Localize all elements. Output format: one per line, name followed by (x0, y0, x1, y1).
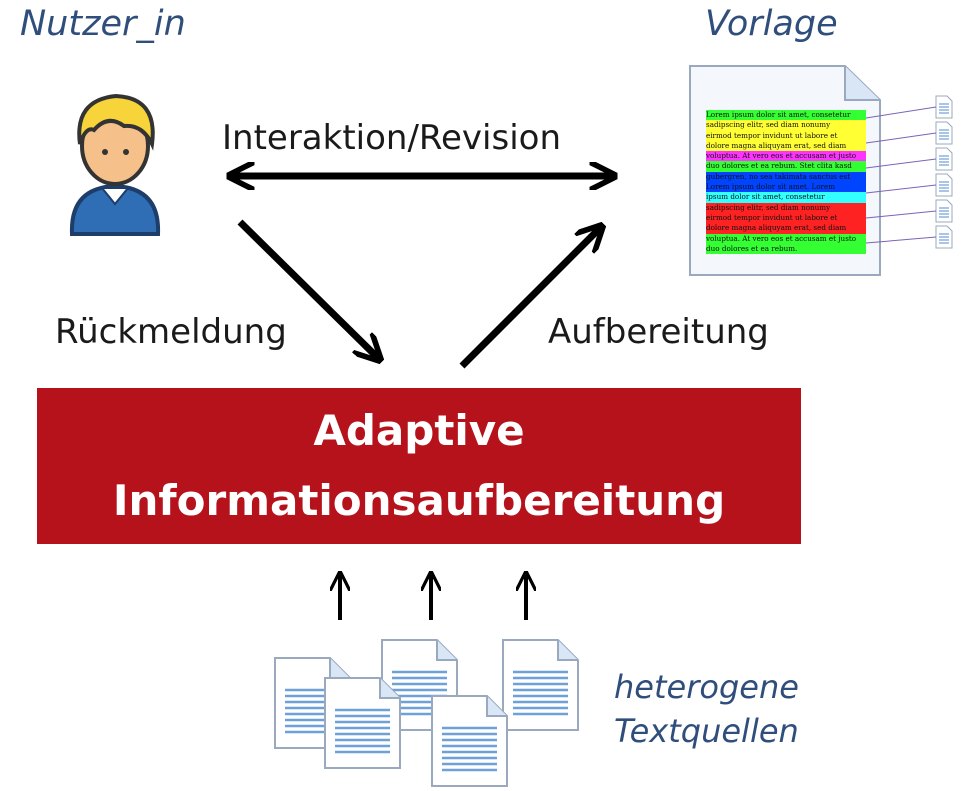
connector-line (865, 184, 937, 194)
connector-line (865, 236, 937, 244)
core-title-line2: Informationsaufbereitung (112, 476, 726, 525)
mini-document-icon (935, 173, 953, 197)
template-text-line: sadipscing elitr, sed diam nonumy (706, 202, 866, 213)
sources-label-line2: Textquellen (614, 712, 799, 750)
source-document-icon (501, 638, 580, 732)
processing-arrow (459, 228, 600, 369)
feedback-label: Rückmeldung (55, 312, 287, 352)
processing-label: Aufbereitung (548, 312, 769, 352)
template-text-line: sadipscing elitr, sed diam nonumy (706, 120, 866, 131)
template-text-line: eirmod tempor invidunt ut labore et (706, 212, 866, 224)
template-text-line: voluptua. At vero eos et accusam et just… (706, 151, 866, 162)
mini-document-icon (935, 121, 953, 145)
template-text-line: gubergren, no sea takimata sanctus est (706, 171, 866, 183)
source-document-icon (430, 694, 509, 788)
connector-line (865, 158, 937, 169)
core-title-line1: Adaptive (313, 406, 525, 455)
template-text-line: voluptua. At vero eos et accusam et just… (706, 233, 866, 244)
sources-label-line1: heterogene (614, 668, 799, 706)
mini-document-icon (935, 95, 953, 119)
template-text-line: duo dolores et ea rebum. Stet clita kasd (706, 161, 866, 172)
feedback-arrow (237, 219, 378, 358)
connector-line (865, 210, 937, 219)
template-text-line: Lorem ipsum dolor sit amet, consetetur (706, 110, 866, 121)
template-text-line: dolore magna aliquyam erat, sed diam (706, 140, 866, 152)
source-documents (273, 638, 580, 788)
template-role-label: Vorlage (705, 4, 838, 44)
connector-line (865, 106, 937, 119)
core-process-box: Adaptive Informationsaufbereitung (37, 388, 801, 544)
template-text-line: eirmod tempor invidunt ut labore et (706, 130, 866, 141)
user-avatar-icon (69, 93, 161, 236)
template-text-line: duo dolores et ea rebum. (706, 243, 866, 255)
template-text-line: dolore magna aliquyam erat, sed diam (706, 223, 866, 234)
connector-line (865, 132, 937, 144)
user-role-label: Nutzer_in (20, 4, 186, 44)
mini-document-icon (935, 199, 953, 223)
interaction-label: Interaktion/Revision (222, 118, 562, 158)
mini-document-icon (935, 225, 953, 249)
template-text-line: ipsum dolor sit amet, consetetur (706, 192, 866, 203)
source-document-icon (323, 676, 402, 770)
mini-document-icon (935, 147, 953, 171)
template-text-line: Lorem ipsum dolor sit amet. Lorem (706, 182, 866, 193)
